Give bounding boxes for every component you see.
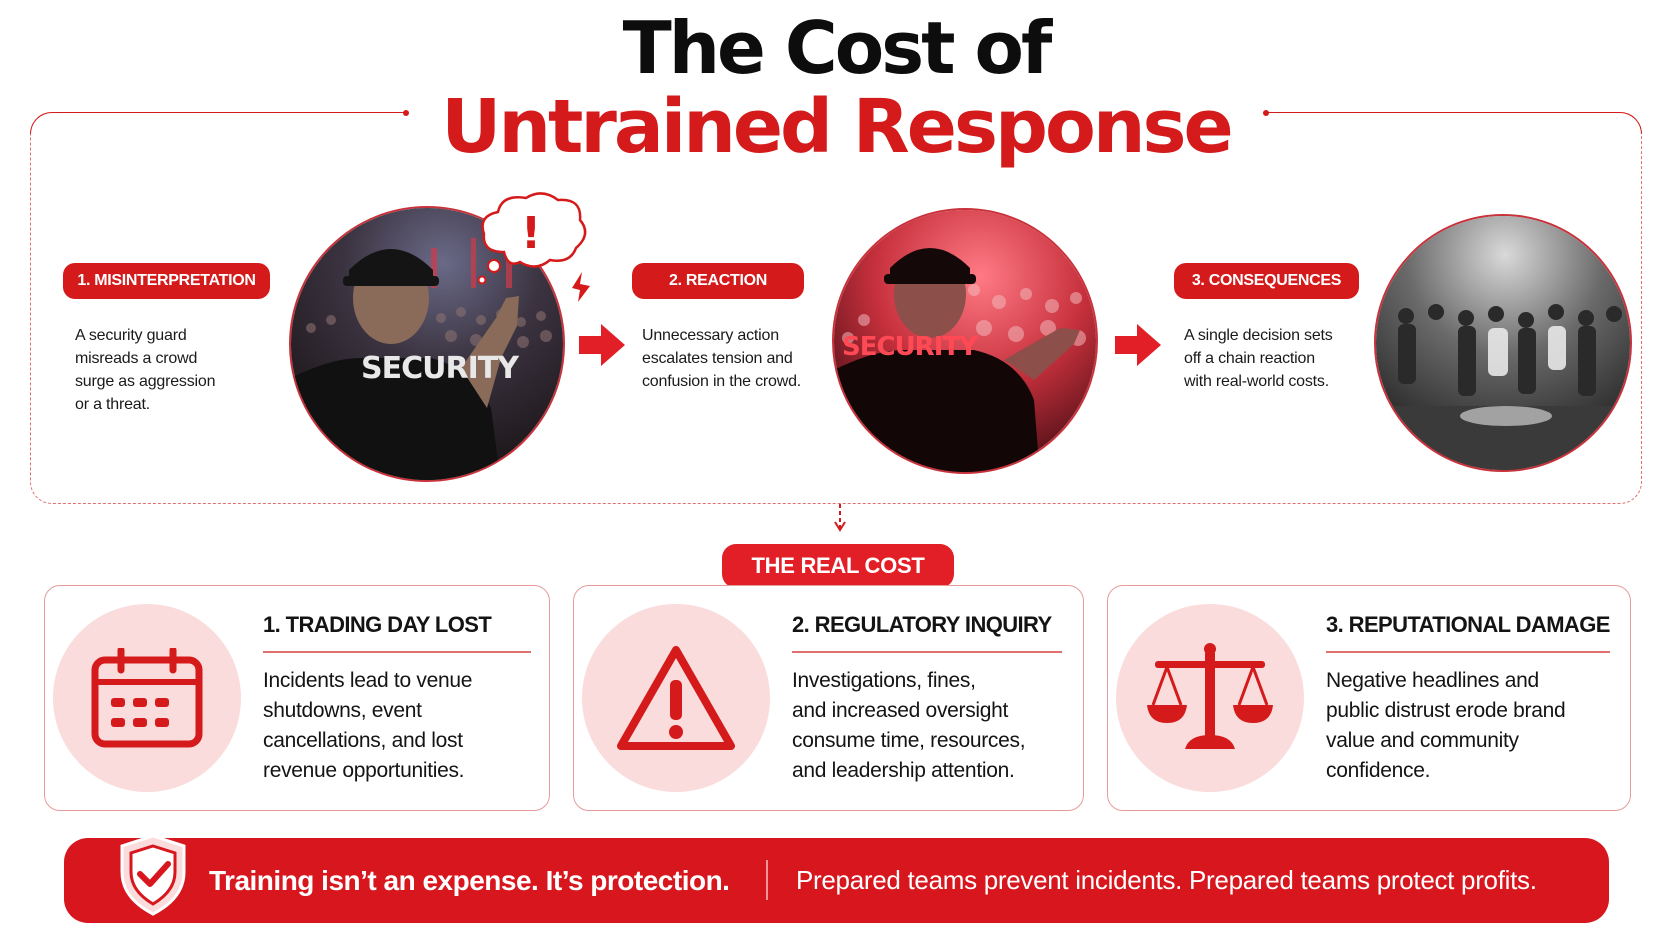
step-description-line: surge as aggression xyxy=(75,373,216,390)
cost-card-divider xyxy=(792,651,1062,653)
step-description-line: or a threat. xyxy=(75,396,150,413)
frame-dot-left xyxy=(403,110,409,116)
shield-check-icon xyxy=(120,834,186,916)
cost-card-text-line: Negative headlines and xyxy=(1326,669,1539,692)
cost-card-text-line: Incidents lead to venue xyxy=(263,669,473,692)
photo-security-badge: SECURITY xyxy=(361,351,520,386)
scales-icon xyxy=(1147,643,1273,749)
step-label-text: 2. REACTION xyxy=(668,272,768,289)
frame-dot-right xyxy=(1263,110,1269,116)
step-description-line: misreads a crowd xyxy=(75,350,198,367)
step-label-misinterpretation: 1. MISINTERPRETATION xyxy=(63,263,270,299)
frame-top-right-rule xyxy=(1266,112,1642,134)
step-label-reaction: 2. REACTION xyxy=(632,263,804,299)
warning-icon xyxy=(617,646,735,750)
cost-card-text: Investigations, fines, and increased ove… xyxy=(792,666,1026,786)
cost-card-text-line: confidence. xyxy=(1326,759,1431,782)
photo-guard-escalating-reaction: SECURITY xyxy=(832,208,1098,474)
cost-card-text-line: shutdowns, event xyxy=(263,699,422,722)
banner-sub-message: Prepared teams prevent incidents. Prepar… xyxy=(796,865,1537,895)
cost-card-text-line: Investigations, fines, xyxy=(792,669,976,692)
step-label-consequences: 3. CONSEQUENCES xyxy=(1174,263,1359,299)
step-description-reaction: Unnecessary action escalates tension and… xyxy=(642,324,832,393)
cost-card-title: 2. REGULATORY INQUIRY xyxy=(792,612,1052,637)
step-label-text: 1. MISINTERPRETATION xyxy=(77,272,256,289)
page-title-line-1: The Cost of xyxy=(622,6,1053,90)
cost-card-reputational-damage: 3. REPUTATIONAL DAMAGE Negative headline… xyxy=(1107,585,1631,811)
connector-down-arrow-icon xyxy=(834,504,846,532)
step-description-misinterpretation: A security guard misreads a crowd surge … xyxy=(75,324,265,416)
motion-mark-icon xyxy=(572,272,590,302)
cost-card-text: Negative headlines and public distrust e… xyxy=(1326,666,1566,786)
cost-card-text-line: value and community xyxy=(1326,729,1519,752)
photo-guard-misreading-crowd: SECURITY xyxy=(289,206,565,482)
step-label-text: 3. CONSEQUENCES xyxy=(1191,272,1342,289)
cost-icon-background xyxy=(53,604,241,792)
cost-icon-background xyxy=(582,604,770,792)
photo-crowd-chaos-aftermath xyxy=(1374,214,1632,472)
cost-card-text-line: public distrust erode brand xyxy=(1326,699,1566,722)
banner-divider xyxy=(766,860,768,900)
cost-card-text-line: consume time, resources, xyxy=(792,729,1026,752)
flow-frame xyxy=(30,112,1642,504)
bottom-banner: Training isn’t an expense. It’s protecti… xyxy=(64,834,1609,923)
thought-bubble-icon: ! xyxy=(477,192,587,285)
flow-arrow-icon xyxy=(1115,324,1161,366)
cost-card-trading-day-lost: 1. TRADING DAY LOST Incidents lead to ve… xyxy=(44,585,550,811)
step-description-line: escalates tension and xyxy=(642,350,793,367)
cost-card-text: Incidents lead to venue shutdowns, event… xyxy=(263,666,472,786)
cost-card-text-line: and increased oversight xyxy=(792,699,1009,722)
cost-card-text-line: cancellations, and lost xyxy=(263,729,463,752)
cost-card-text-line: revenue opportunities. xyxy=(263,759,465,782)
cost-card-regulatory-inquiry: 2. REGULATORY INQUIRY Investigations, fi… xyxy=(573,585,1084,811)
step-description-line: off a chain reaction xyxy=(1184,350,1315,367)
step-description-line: with real-world costs. xyxy=(1184,373,1329,390)
cost-card-divider xyxy=(263,651,531,653)
frame-top-left-rule xyxy=(30,112,406,134)
step-description-line: Unnecessary action xyxy=(642,327,779,344)
flow-arrow-icon xyxy=(579,324,625,366)
page-title-line-2: Untrained Response xyxy=(441,84,1233,170)
cost-card-text-line: and leadership attention. xyxy=(792,759,1015,782)
step-description-line: confusion in the crowd. xyxy=(642,373,802,390)
calendar-icon xyxy=(91,648,203,748)
step-description-consequences: A single decision sets off a chain react… xyxy=(1184,324,1374,393)
banner-main-message: Training isn’t an expense. It’s protecti… xyxy=(209,864,730,896)
cost-card-divider xyxy=(1326,651,1610,653)
step-description-line: A security guard xyxy=(75,327,187,344)
cost-card-title: 3. REPUTATIONAL DAMAGE xyxy=(1326,612,1610,637)
thought-bubble-exclamation: ! xyxy=(521,208,541,259)
cost-card-title: 1. TRADING DAY LOST xyxy=(263,612,492,637)
real-cost-label: THE REAL COST xyxy=(722,544,954,588)
cost-icon-background xyxy=(1116,604,1304,792)
photo-security-badge: SECURITY xyxy=(842,332,979,362)
step-description-line: A single decision sets xyxy=(1184,327,1333,344)
